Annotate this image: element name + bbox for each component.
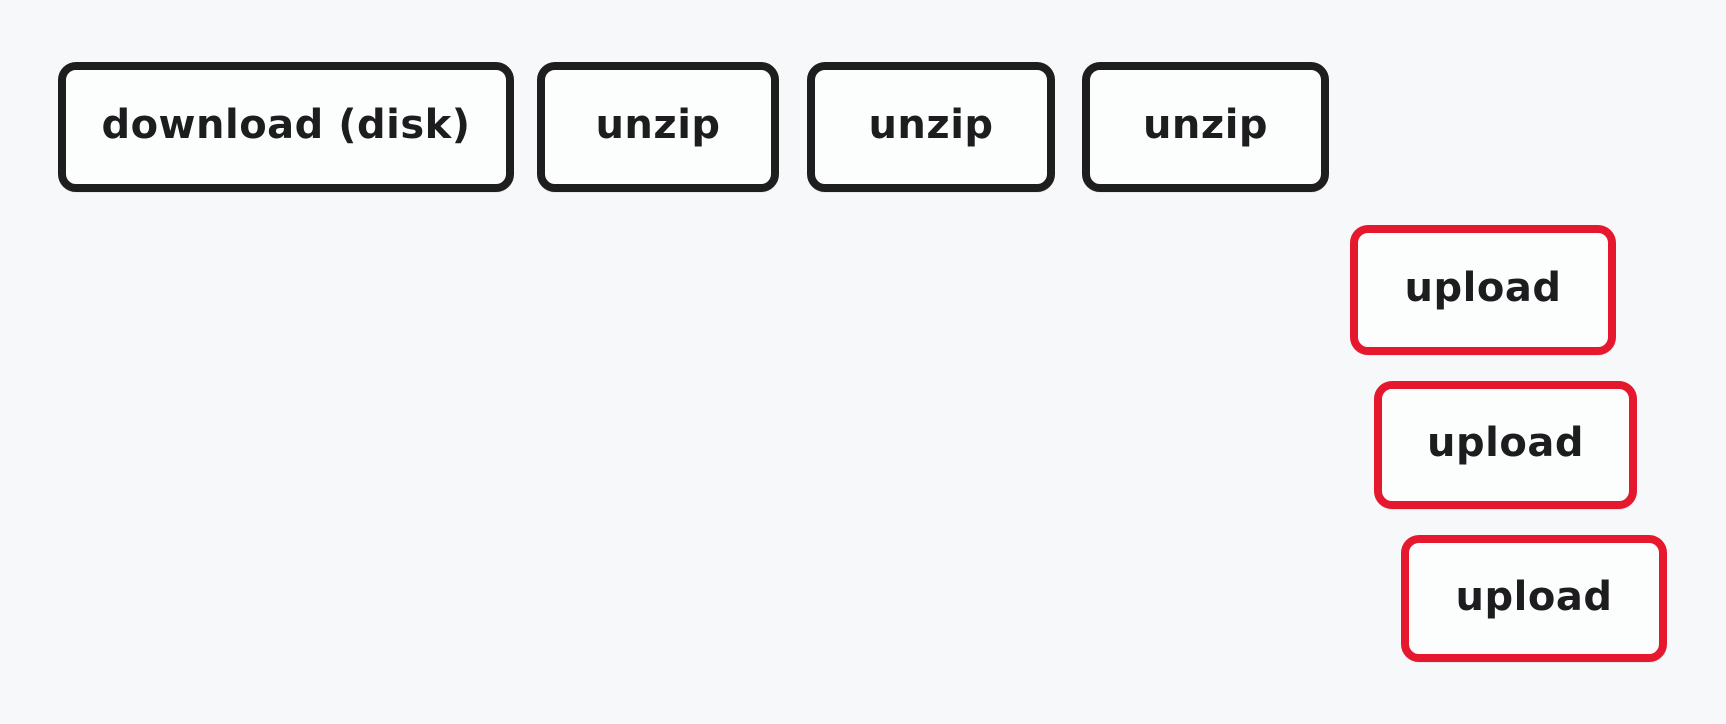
task-label: upload	[1427, 420, 1584, 466]
task-label: unzip	[595, 102, 721, 148]
task-label: unzip	[868, 102, 994, 148]
task-box-unzip-3: unzip	[1082, 62, 1329, 192]
task-label: download (disk)	[101, 102, 471, 148]
task-label: upload	[1455, 573, 1613, 620]
task-label: unzip	[1142, 102, 1269, 148]
task-box-upload-2: upload	[1374, 381, 1637, 509]
task-box-upload-1: upload	[1350, 225, 1616, 355]
task-box-upload-3: upload	[1401, 535, 1667, 662]
task-box-download-disk: download (disk)	[58, 62, 514, 192]
task-box-unzip-1: unzip	[537, 62, 779, 192]
task-box-unzip-2: unzip	[807, 62, 1055, 192]
task-label: upload	[1404, 265, 1562, 311]
